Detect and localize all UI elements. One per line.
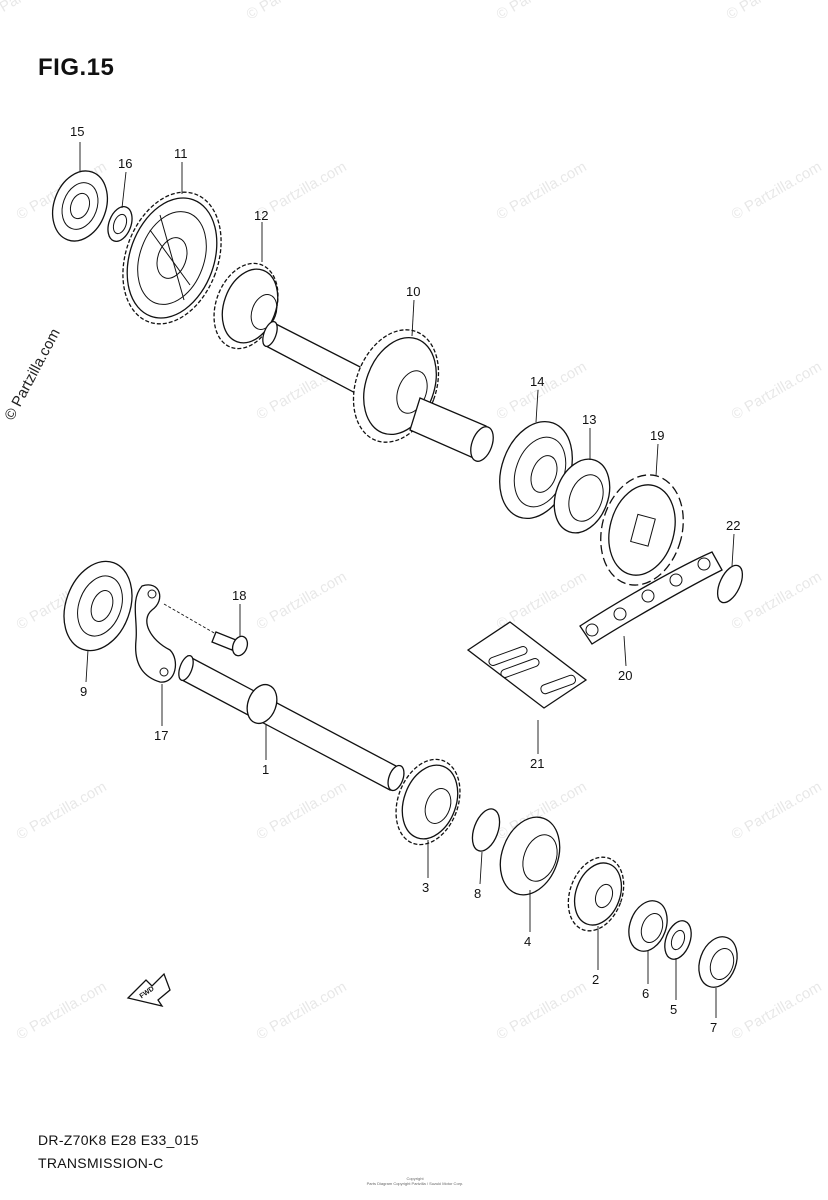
diagram-code: DR-Z70K8 E28 E33_015 bbox=[38, 1132, 199, 1148]
callout-16: 16 bbox=[118, 156, 132, 171]
callout-2: 2 bbox=[592, 972, 599, 987]
watermark: © Partzilla.com bbox=[724, 0, 820, 23]
part-7-needle-bearing bbox=[698, 936, 738, 988]
watermark: © Partzilla.com bbox=[244, 0, 340, 23]
watermark: © Partzilla.com bbox=[494, 158, 590, 223]
part-21-chain-joint bbox=[466, 621, 588, 709]
watermark: © Partzilla.com bbox=[254, 778, 350, 843]
part-22-clip bbox=[716, 564, 744, 604]
callout-20: 20 bbox=[618, 668, 632, 683]
part-13-oil-seal bbox=[553, 458, 611, 534]
part-5-washer bbox=[664, 920, 692, 960]
watermark: © Partzilla.com bbox=[494, 978, 590, 1043]
copyright-line-2: Parts Diagram Copyright Partzilla / Suzu… bbox=[366, 1181, 464, 1186]
part-17-retainer-plate bbox=[134, 584, 177, 683]
callout-18: 18 bbox=[232, 588, 246, 603]
part-1-main-shaft bbox=[178, 654, 405, 792]
callout-8: 8 bbox=[474, 886, 481, 901]
watermark: © Partzilla.com bbox=[494, 0, 590, 23]
part-19-sprocket bbox=[600, 474, 684, 586]
part-10-shaft bbox=[262, 320, 494, 462]
part-18-bolt bbox=[163, 603, 249, 657]
part-6-bushing bbox=[628, 900, 668, 952]
watermark: © Partzilla.com bbox=[729, 358, 825, 423]
callout-14: 14 bbox=[530, 374, 544, 389]
part-9-bearing bbox=[63, 560, 133, 652]
callout-17: 17 bbox=[154, 728, 168, 743]
part-15-bearing bbox=[51, 170, 109, 242]
copyright-line-1: Copyright bbox=[406, 1176, 424, 1181]
callout-15: 15 bbox=[70, 124, 84, 139]
callout-19: 19 bbox=[650, 428, 664, 443]
part-12-gear bbox=[213, 262, 279, 350]
fwd-arrow-icon: FWD bbox=[126, 972, 171, 1008]
watermark: © Partzilla.com bbox=[729, 568, 825, 633]
watermark: © Partzilla.com bbox=[729, 978, 825, 1043]
callout-9: 9 bbox=[80, 684, 87, 699]
callout-22: 22 bbox=[726, 518, 740, 533]
callout-10: 10 bbox=[406, 284, 420, 299]
watermark: © Partzilla.com bbox=[254, 568, 350, 633]
watermark: © Partzilla.com bbox=[729, 158, 825, 223]
diagram-name: TRANSMISSION-C bbox=[38, 1155, 164, 1171]
part-20-drive-chain bbox=[579, 551, 723, 645]
watermark: © Partzilla.com bbox=[729, 778, 825, 843]
watermark: © Partzilla.com bbox=[14, 778, 110, 843]
part-4-gear bbox=[499, 816, 561, 896]
callout-5: 5 bbox=[670, 1002, 677, 1017]
part-11-large-gear bbox=[122, 191, 222, 325]
copyright-notice: Copyright Parts Diagram Copyright Partzi… bbox=[330, 1176, 500, 1186]
callout-4: 4 bbox=[524, 934, 531, 949]
callout-21: 21 bbox=[530, 756, 544, 771]
leader-lines bbox=[79, 142, 735, 1018]
part-16-washer bbox=[107, 206, 133, 242]
watermark: © Partzilla.com bbox=[494, 358, 590, 423]
callout-6: 6 bbox=[642, 986, 649, 1001]
part-14-bearing bbox=[499, 420, 573, 520]
callout-12: 12 bbox=[254, 208, 268, 223]
callout-1: 1 bbox=[262, 762, 269, 777]
part-3-gear bbox=[395, 758, 461, 846]
watermark: © Partzilla.com bbox=[254, 978, 350, 1043]
callouts: 15 16 11 12 10 14 13 19 22 20 21 18 9 17… bbox=[70, 124, 740, 1035]
callout-13: 13 bbox=[582, 412, 596, 427]
part-8-circlip bbox=[471, 808, 501, 852]
watermark: © Partzilla.com bbox=[0, 0, 80, 23]
callout-11: 11 bbox=[174, 146, 188, 161]
watermark: © Partzilla.com bbox=[14, 978, 110, 1043]
callout-3: 3 bbox=[422, 880, 429, 895]
callout-7: 7 bbox=[710, 1020, 717, 1035]
figure-title: FIG.15 bbox=[38, 54, 115, 81]
part-2-gear bbox=[567, 856, 625, 932]
